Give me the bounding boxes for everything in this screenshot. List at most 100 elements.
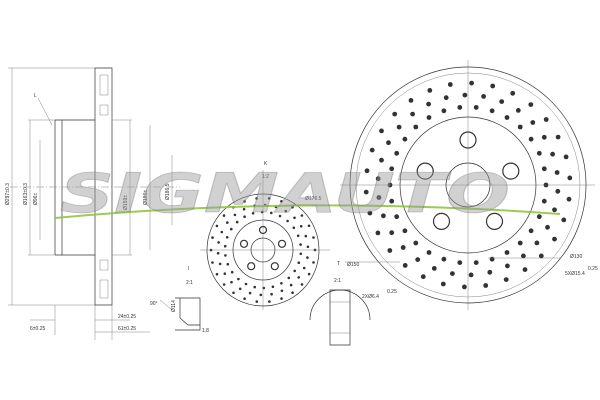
drilled-hole — [243, 200, 246, 203]
drilled-hole — [410, 111, 415, 117]
drilled-hole — [222, 283, 226, 286]
drilled-hole — [299, 243, 302, 246]
drilled-hole — [468, 272, 474, 278]
drilled-hole — [504, 250, 510, 255]
dim-hat2-diameter: Ø159± — [123, 195, 129, 210]
dim-friction-diameter: Ø186± — [143, 190, 149, 205]
large-disc-holes — [363, 80, 573, 290]
dim-130: Ø130 — [570, 254, 582, 260]
drilled-hole — [226, 262, 230, 266]
drilled-hole — [369, 147, 375, 153]
dim-hat-diameter: Ø163±0.3 — [23, 183, 29, 205]
drilled-hole — [457, 260, 463, 265]
drilled-hole — [244, 282, 248, 286]
dim-bolt-tol: 0.25 — [588, 266, 598, 272]
drilled-hole — [389, 198, 395, 204]
drilled-hole — [541, 134, 547, 140]
drilled-hole — [300, 214, 304, 217]
drilled-hole — [517, 124, 523, 130]
drilled-hole — [517, 240, 523, 246]
label-k: K — [264, 161, 268, 167]
drilled-hole — [386, 140, 391, 146]
drilled-hole — [289, 283, 293, 287]
drilled-hole — [238, 287, 242, 291]
label-t: T — [337, 261, 340, 267]
drilled-hole — [426, 115, 432, 120]
drilled-hole — [243, 215, 246, 218]
drilled-hole — [211, 261, 214, 264]
dim-holes-tol: 0.25 — [387, 289, 397, 295]
drilled-hole — [427, 88, 433, 93]
drilled-hole — [363, 189, 369, 195]
drilled-hole — [510, 90, 516, 96]
drilled-hole — [216, 251, 220, 255]
bolt-hole — [277, 239, 287, 248]
drilled-hole — [280, 200, 283, 203]
drilled-hole — [534, 240, 540, 246]
drilled-hole — [306, 245, 310, 249]
dim-1-8: 1.8 — [202, 328, 209, 334]
drilled-hole — [307, 224, 311, 228]
drilled-hole — [528, 228, 534, 234]
drilled-hole — [473, 260, 479, 265]
dim-150: Ø150 — [347, 262, 359, 268]
drilled-hole — [389, 230, 395, 236]
drilled-hole — [304, 234, 308, 238]
drilled-hole — [270, 211, 273, 215]
drilled-hole — [312, 236, 315, 239]
drilled-hole — [522, 267, 528, 272]
drilled-hole — [302, 266, 306, 270]
drilled-hole — [287, 276, 291, 280]
drilled-hole — [286, 219, 289, 223]
drilled-hole — [487, 269, 493, 275]
drilled-hole — [550, 151, 555, 157]
bolt-hole — [416, 162, 434, 180]
drilled-hole — [490, 83, 496, 89]
drilled-hole — [259, 293, 263, 297]
drilled-hole — [242, 207, 246, 211]
drilled-hole — [211, 236, 214, 239]
drilled-hole — [222, 214, 226, 217]
drilled-hole — [552, 207, 557, 213]
dim-114: Ø114 — [171, 300, 177, 312]
drilled-hole — [375, 176, 381, 182]
bolt-hole — [239, 239, 249, 248]
drilled-hole — [217, 241, 220, 244]
drilled-hole — [299, 225, 303, 228]
drilled-hole — [218, 262, 222, 266]
drilled-hole — [292, 226, 296, 230]
drilled-hole — [297, 261, 301, 265]
drilled-hole — [297, 276, 301, 279]
drilled-hole — [230, 280, 233, 284]
drilled-hole — [402, 228, 408, 234]
drilled-hole — [224, 254, 227, 257]
drilled-hole — [379, 157, 384, 163]
drilled-hole — [280, 282, 283, 285]
label-i: I — [188, 266, 189, 272]
drilled-hole — [521, 253, 526, 259]
drilled-hole — [567, 175, 573, 181]
scale-2-1-right: 2:1 — [334, 278, 341, 284]
dim-hub-diameter: Ø186.5 — [165, 183, 171, 200]
drilled-hole — [541, 166, 547, 172]
drilled-hole — [255, 300, 259, 303]
drilled-hole — [223, 272, 227, 276]
drilled-hole — [402, 136, 408, 142]
drilled-hole — [457, 105, 463, 110]
drilled-hole — [462, 284, 467, 290]
scale-2-1-left: 2:1 — [186, 280, 193, 286]
label-l: L — [34, 93, 37, 99]
drilled-hole — [387, 248, 393, 253]
drilled-hole — [402, 263, 408, 268]
drilled-hole — [375, 230, 381, 236]
drilled-hole — [392, 111, 398, 117]
drilled-hole — [278, 214, 282, 218]
drilled-hole — [291, 291, 294, 295]
drilled-hole — [530, 120, 536, 125]
drilled-hole — [415, 257, 421, 262]
drilled-hole — [312, 261, 315, 264]
scale-1-2: 1:2 — [262, 174, 269, 180]
drilled-hole — [225, 236, 229, 239]
angle-90: 90° — [150, 301, 158, 307]
drilled-hole — [396, 124, 402, 130]
